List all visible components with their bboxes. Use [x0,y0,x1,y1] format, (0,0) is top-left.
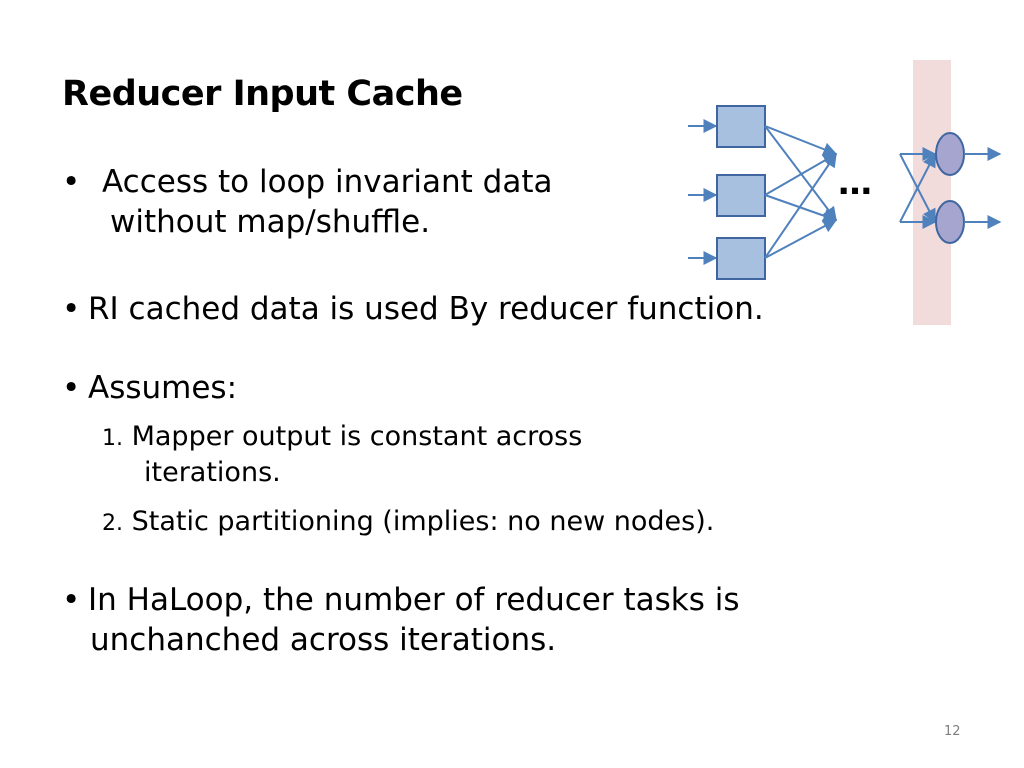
bullet-symbol: • [62,582,81,618]
assumption-item-1: 1. Mapper output is constant across iter… [102,420,582,490]
ellipsis-label: … [838,163,872,203]
assumption-text-line1: Mapper output is constant across [131,421,583,452]
bullet-symbol: • [62,370,81,406]
bullet-text-line1: Access to loop invariant data [102,164,553,200]
shuffle-arrow [764,125,837,222]
shuffle-arrow [764,153,838,196]
reducer-input-arrow [899,152,936,223]
shuffle-arrow [764,219,838,259]
assumption-text-line2: iterations. [144,457,281,488]
assumption-number: 2. [102,511,123,536]
mapper-box [716,237,766,280]
shuffle-arrow [764,152,837,259]
bullet-text: RI cached data is used By reducer functi… [88,291,764,327]
mapper-box [716,105,766,148]
shuffle-arrow [764,125,838,156]
bullet-assumes: •Assumes: [62,368,237,408]
bullet-text-line2: unchanched across iterations. [90,622,557,658]
bullet-symbol: • [62,291,81,327]
assumption-text: Static partitioning (implies: no new nod… [131,506,715,537]
bullet-text-line2: without map/shuffle. [110,204,431,240]
reducer-node [935,132,965,176]
reducer-node [935,200,965,244]
page-number: 12 [944,724,961,739]
bullet-loop-invariant: • Access to loop invariant data without m… [62,162,552,242]
assumption-item-2: 2. Static partitioning (implies: no new … [102,505,714,541]
bullet-symbol: • [62,164,81,200]
bullet-text-line1: In HaLoop, the number of reducer tasks i… [88,582,740,618]
slide-title: Reducer Input Cache [62,74,463,114]
bullet-text: Assumes: [88,370,238,406]
assumption-number: 1. [102,426,123,451]
mapper-box [716,174,766,217]
bullet-ri-cached: •RI cached data is used By reducer funct… [62,289,764,329]
bullet-haloop: •In HaLoop, the number of reducer tasks … [62,580,740,660]
